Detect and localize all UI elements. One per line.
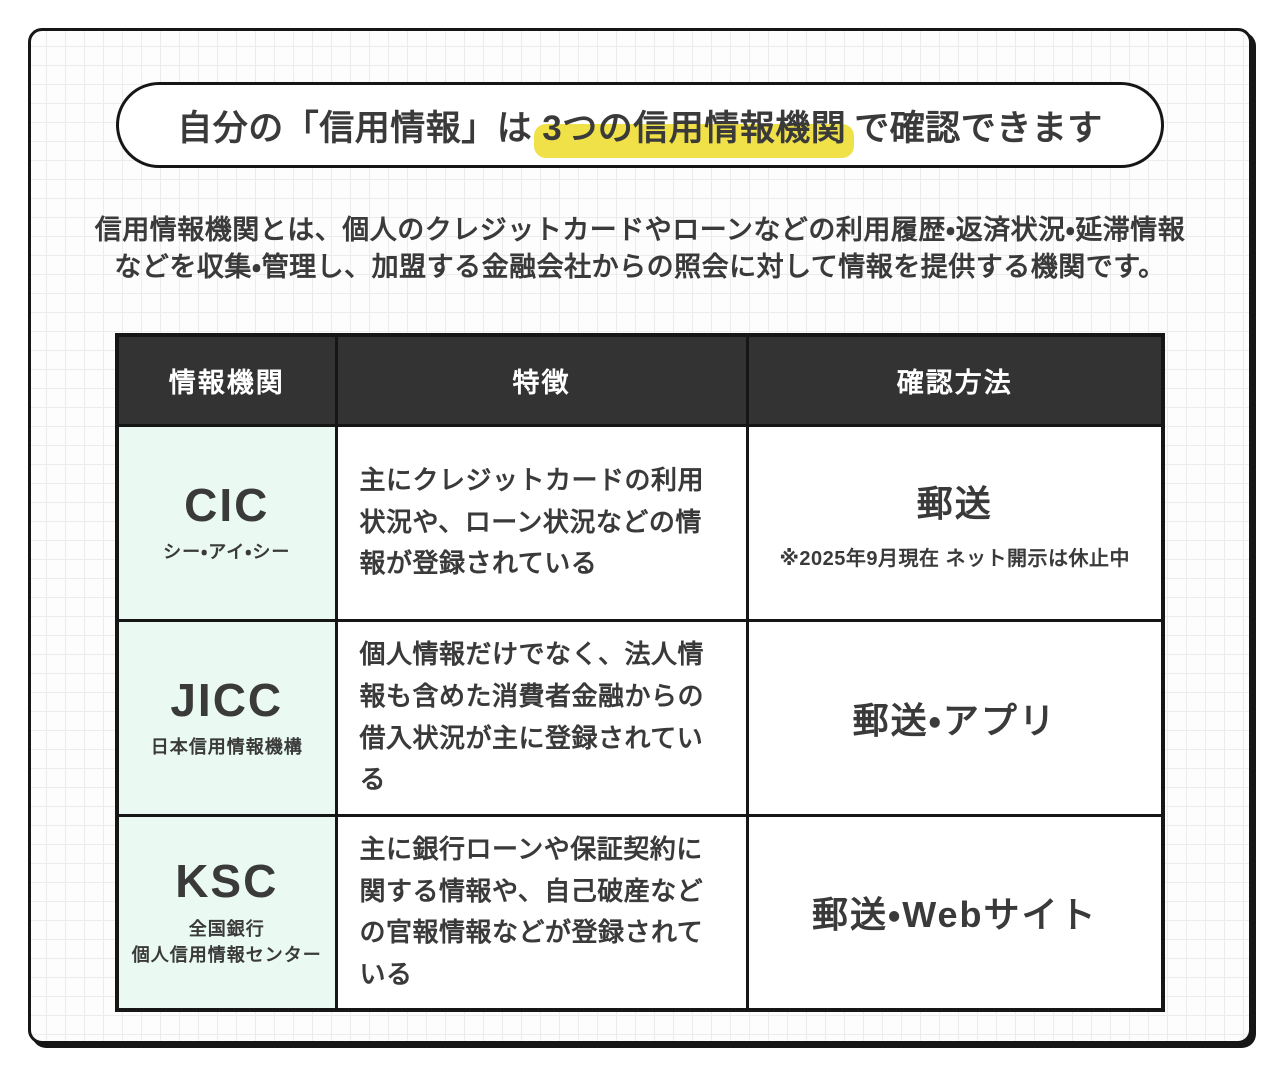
title-suffix: で確認できます [854, 108, 1103, 148]
feature-cell-cic: 主にクレジットカードの利用状況や、ローン状況などの情報が登録されている [334, 423, 749, 622]
method-cell-ksc: 郵送・Webサイト [745, 813, 1165, 1012]
agency-name: KSC [175, 855, 279, 908]
feature-cell-jicc: 個人情報だけでなく、法人情報も含めた消費者金融からの借入状況が主に登録されている [334, 618, 749, 817]
table-row-ksc: KSC 全国銀行 個人信用情報センター 主に銀行ローンや保証契約に関する情報や、… [115, 813, 1165, 1012]
method-cell-cic: 郵送 ※2025年9月現在 ネット開示は休止中 [745, 423, 1165, 622]
feature-cell-ksc: 主に銀行ローンや保証契約に関する情報や、自己破産などの官報情報などが登録されてい… [334, 813, 749, 1012]
table-row-cic: CIC シー・アイ・シー 主にクレジットカードの利用状況や、ローン状況などの情報… [115, 423, 1165, 622]
credit-bureau-table: 情報機関 特徴 確認方法 CIC シー・アイ・シー 主にクレジットカードの利用状… [115, 333, 1165, 1012]
agency-cell-ksc: KSC 全国銀行 個人信用情報センター [115, 813, 338, 1012]
agency-cell-jicc: JICC 日本信用情報機構 [115, 618, 338, 817]
header-method: 確認方法 [745, 333, 1165, 427]
method-label: 郵送・アプリ [852, 699, 1057, 741]
header-agency: 情報機関 [115, 333, 338, 427]
agency-reading: 全国銀行 個人信用情報センター [131, 918, 322, 966]
title-highlight: 3つの信用情報機関 [534, 100, 855, 158]
description-line-1: 信用情報機関とは、個人のクレジットカードやローンなどの利用履歴・返済状況・延滞情… [94, 215, 1186, 245]
agency-name: JICC [170, 673, 284, 726]
agency-name: CIC [184, 478, 270, 531]
method-label: 郵送 [916, 482, 993, 524]
description: 信用情報機関とは、個人のクレジットカードやローンなどの利用履歴・返済状況・延滞情… [31, 212, 1249, 286]
header-feature: 特徴 [334, 333, 749, 427]
table-header-row: 情報機関 特徴 確認方法 [115, 333, 1165, 427]
agency-cell-cic: CIC シー・アイ・シー [115, 423, 338, 622]
table-row-jicc: JICC 日本信用情報機構 個人情報だけでなく、法人情報も含めた消費者金融からの… [115, 618, 1165, 817]
agency-reading: シー・アイ・シー [163, 542, 291, 563]
method-label: 郵送・Webサイト [811, 894, 1098, 936]
method-note: ※2025年9月現在 ネット開示は休止中 [779, 547, 1131, 570]
agency-reading: 日本信用情報機構 [150, 737, 303, 758]
method-cell-jicc: 郵送・アプリ [745, 618, 1165, 817]
title-prefix: 自分の「信用情報」は [177, 108, 533, 148]
description-line-2: などを収集・管理し、加盟する金融会社からの照会に対して情報を提供する機関です。 [114, 252, 1166, 282]
